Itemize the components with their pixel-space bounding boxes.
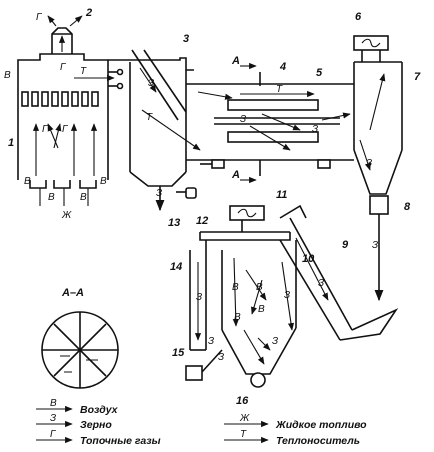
letter-air-3: В — [80, 192, 87, 203]
label-15: 15 — [172, 347, 185, 359]
flow-letters: В Г Г Т Г Г В В Ж В В З Т З Т З З З З З … — [4, 12, 378, 363]
letter-grain-hopper: З — [156, 188, 162, 199]
label-16: 16 — [236, 395, 249, 407]
section-mark-bottom: А — [231, 169, 240, 181]
letter-air-cooler-2: В — [256, 282, 263, 293]
letter-grain-drum-1: З — [240, 114, 246, 125]
elevator-conveyor — [279, 204, 399, 341]
label-7: 7 — [414, 71, 421, 83]
legend-arrows — [36, 405, 269, 444]
label-5: 5 — [316, 67, 323, 79]
label-10: 10 — [302, 253, 315, 265]
section-aa — [41, 311, 119, 389]
label-3: 3 — [183, 33, 189, 45]
furnace — [17, 53, 109, 206]
label-11: 11 — [276, 189, 287, 201]
legend-code-air: В — [50, 398, 57, 409]
label-4: 4 — [279, 61, 286, 73]
letter-air-2: В — [48, 192, 55, 203]
legend-code-grain: З — [50, 413, 56, 424]
letter-grain-cooler-bottom-1: З — [208, 336, 214, 347]
label-14: 14 — [170, 261, 182, 273]
mixing-chamber — [74, 49, 201, 212]
label-13: 13 — [168, 217, 180, 229]
letter-air-cooler-4: В — [258, 304, 265, 315]
letter-gas-chimney: Г — [36, 12, 43, 23]
legend-code-fuel: Ж — [239, 413, 250, 424]
cyclone — [353, 35, 403, 302]
letter-fuel: Ж — [61, 210, 72, 221]
letter-heat-drum: Т — [276, 84, 283, 95]
letter-grain-return: З — [196, 292, 202, 303]
letter-air-top: В — [4, 70, 11, 81]
legend-text-heat: Теплоноситель — [276, 435, 360, 447]
letter-heat-mixing: Т — [146, 112, 153, 123]
letter-heat-top: Т — [80, 66, 87, 77]
letter-grain-drum-2: З — [312, 124, 318, 135]
letter-gas-top: Г — [60, 62, 67, 73]
label-2: 2 — [85, 7, 92, 19]
legend-code-heat: Т — [240, 429, 247, 440]
section-mark-top: А — [231, 55, 240, 67]
letter-grain-cooler-bottom-2: З — [218, 352, 224, 363]
letter-grain-chute: З — [148, 78, 154, 89]
part-numbers: 1 2 3 4 5 6 7 8 9 10 11 12 13 14 15 16 — [8, 7, 421, 407]
chimney — [47, 15, 83, 54]
rotary-drum — [186, 62, 354, 184]
label-9: 9 — [342, 239, 349, 251]
legend-code-gas: Г — [50, 429, 57, 440]
letter-grain-cooler-side: З — [284, 290, 290, 301]
legend-text-fuel: Жидкое топливо — [275, 419, 367, 431]
label-1: 1 — [8, 137, 14, 149]
legend-text-air: Воздух — [80, 404, 119, 416]
legend: В Воздух З Зерно Г Топочные газы Ж Жидко… — [50, 398, 367, 447]
legend-text-grain: Зерно — [80, 419, 112, 431]
letter-gas-right: Г — [62, 124, 69, 135]
section-title: А–А — [61, 287, 84, 299]
letter-grain-cooler-bottom-3: З — [272, 336, 278, 347]
letter-air-cooler-1: В — [232, 282, 239, 293]
letter-air-4: В — [100, 176, 107, 187]
legend-text-gas: Топочные газы — [80, 435, 161, 447]
label-12: 12 — [196, 215, 208, 227]
letter-air-1: В — [24, 176, 31, 187]
letter-grain-down: З — [372, 240, 378, 251]
letter-air-cooler-3: В — [234, 312, 241, 323]
burner-row — [21, 91, 99, 107]
letter-grain-cyclone: З — [366, 158, 372, 169]
cooler — [185, 205, 297, 388]
label-6: 6 — [355, 11, 362, 23]
letter-grain-elevator: З — [318, 278, 324, 289]
letter-gas-left: Г — [42, 124, 49, 135]
label-8: 8 — [404, 201, 411, 213]
